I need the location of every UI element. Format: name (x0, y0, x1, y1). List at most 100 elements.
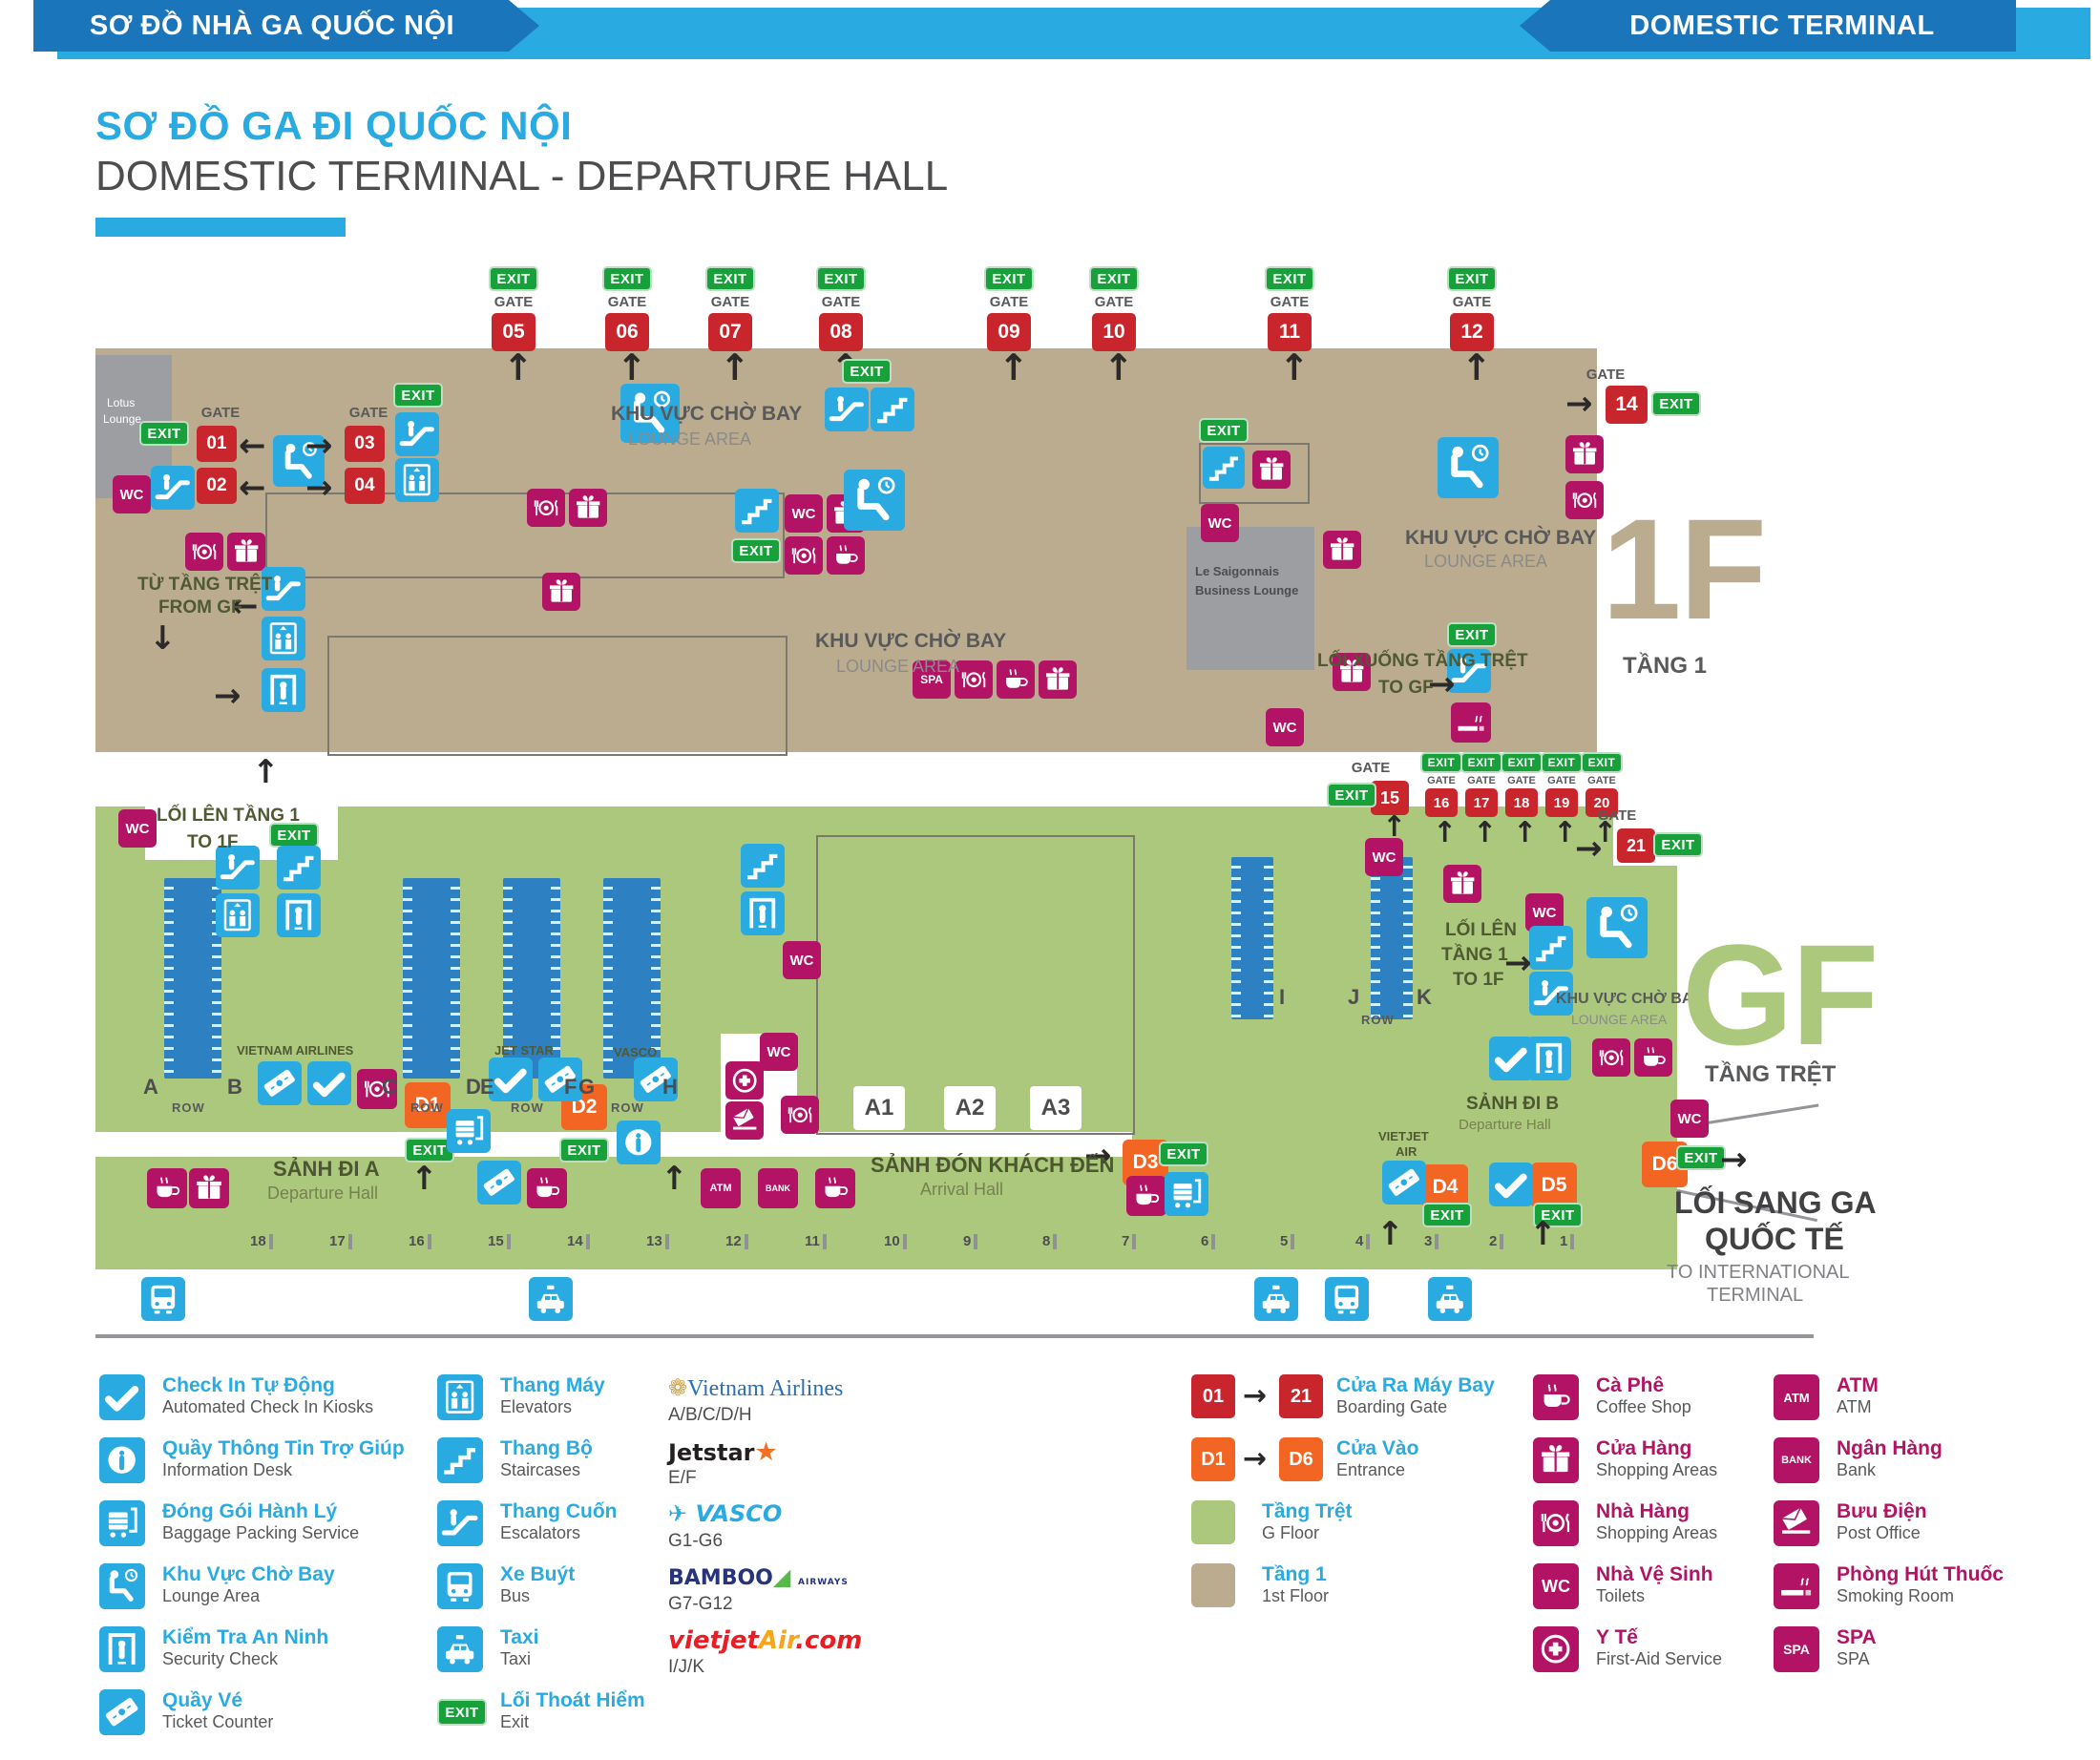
saigonnais-lounge-box (1186, 527, 1314, 670)
exit-icon: EXIT (437, 1699, 487, 1726)
checkin-icon (489, 1058, 533, 1101)
floor-swatch (1191, 1500, 1235, 1544)
gift-icon (1443, 865, 1481, 903)
map-label: KHU VỰC CHỜ BAY (1556, 991, 1702, 1007)
map-label: Departure Hall (1459, 1117, 1551, 1133)
firstaid-icon (725, 1061, 764, 1100)
restaurant-icon (527, 489, 565, 527)
column-number: 4 (1355, 1233, 1371, 1249)
exit-badge: EXIT (1501, 752, 1543, 773)
map-label: TERMINAL (1707, 1285, 1804, 1306)
gate-word-label: GATE (607, 294, 647, 310)
legend-label-en: Exit (500, 1712, 530, 1731)
legend-label-vi: Quầy Thông Tin Trợ Giúp (162, 1437, 405, 1459)
column-number: 10 (884, 1233, 907, 1249)
right-arrow: → (1084, 1137, 1112, 1175)
stairs-icon (1529, 926, 1573, 970)
exit-badge: EXIT (816, 266, 866, 291)
legend-label-vi: Tầng 1 (1262, 1563, 1327, 1585)
map-label: Le Saigonnais (1195, 564, 1280, 578)
legend-label-en: Elevators (500, 1397, 573, 1416)
restaurant-icon (185, 533, 223, 571)
map-label: ROW (611, 1100, 644, 1115)
exit-badge: EXIT (1327, 783, 1376, 807)
airline-rows-bamboo: G7-G12 (668, 1594, 733, 1614)
exit-badge: EXIT (705, 266, 755, 291)
stairs-outline-box (1199, 443, 1310, 504)
map-label: C (382, 1075, 397, 1099)
baggage-icon (1165, 1172, 1208, 1216)
ticket-icon (99, 1689, 145, 1735)
map-label: TO 1F (1453, 970, 1504, 990)
exit-badge: EXIT (1199, 418, 1249, 443)
right-arrow: → (1243, 1442, 1268, 1476)
column-number: 18 (250, 1233, 273, 1249)
map-label: J (1348, 985, 1360, 1009)
map-label: VIETJET (1378, 1129, 1429, 1143)
escalator-icon (1447, 649, 1491, 693)
exit-badge: EXIT (731, 538, 781, 563)
ticket-icon (258, 1061, 302, 1105)
bank-icon: BANK (758, 1168, 798, 1208)
right-arrow: → (214, 677, 242, 715)
up-arrow: ↑ (1513, 816, 1538, 849)
bus-icon (437, 1563, 483, 1609)
legend-label-en: SPA (1837, 1649, 1870, 1668)
airline-logo-jetstar: Jetstar★ (668, 1437, 778, 1467)
legend-label-en: Information Desk (162, 1460, 293, 1479)
map-label: G (578, 1075, 596, 1099)
map-label: Business Lounge (1195, 583, 1299, 597)
legend-label-vi: ATM (1837, 1374, 1879, 1396)
map-label: TẦNG TRỆT (1705, 1061, 1837, 1087)
column-number: 13 (646, 1233, 669, 1249)
gate-word-label: GATE (710, 294, 750, 310)
legend-label-en: Coffee Shop (1596, 1397, 1691, 1416)
column-number: 9 (963, 1233, 978, 1249)
exit-badge: EXIT (1265, 266, 1314, 291)
legend-label-vi: Xe Buýt (500, 1563, 576, 1585)
legend-gate-01: 01 (1191, 1374, 1235, 1418)
post-icon (1774, 1500, 1819, 1546)
gate-11: 11 (1268, 313, 1312, 351)
exit-badge: EXIT (842, 359, 892, 384)
right-arrow: → (1243, 1379, 1268, 1413)
column-number: 3 (1424, 1233, 1439, 1249)
gift-icon (542, 573, 580, 611)
arrival-door-A2: A2 (944, 1086, 996, 1130)
exit-badge: EXIT (1420, 752, 1462, 773)
stairs-icon (871, 388, 914, 431)
airline-rows-vietjet: I/J/K (668, 1657, 705, 1677)
coffee-icon (527, 1168, 567, 1208)
gate-word-label: GATE (1587, 775, 1616, 786)
wc-icon: WC (1533, 1563, 1579, 1609)
map-label: ROW (172, 1100, 205, 1115)
coffee-icon (1634, 1038, 1672, 1077)
lounge-outline-b (327, 636, 788, 756)
legend-label-en: 1st Floor (1262, 1586, 1330, 1605)
map-label: Lounge (103, 412, 142, 426)
exit-badge: EXIT (1089, 266, 1139, 291)
gate-word-label: GATE (494, 294, 534, 310)
up-arrow: ↑ (1103, 346, 1134, 388)
coffee-icon (1126, 1176, 1166, 1216)
map-label: SẢNH ĐÓN KHÁCH ĐẾN (871, 1153, 1115, 1177)
map-label: LOUNGE AREA (836, 657, 960, 676)
legend-label-en: Bank (1837, 1460, 1877, 1479)
security-icon (99, 1626, 145, 1672)
legend-label-vi: Cà Phê (1596, 1374, 1665, 1396)
escalator-icon (151, 466, 195, 510)
map-label: Arrival Hall (920, 1180, 1004, 1199)
up-arrow: ↑ (1473, 816, 1498, 849)
gate-word-label: GATE (989, 294, 1029, 310)
bank-icon: BANK (1774, 1437, 1819, 1483)
security-icon (741, 891, 785, 935)
wc-icon: WC (785, 494, 823, 533)
gift-icon (1333, 653, 1371, 691)
